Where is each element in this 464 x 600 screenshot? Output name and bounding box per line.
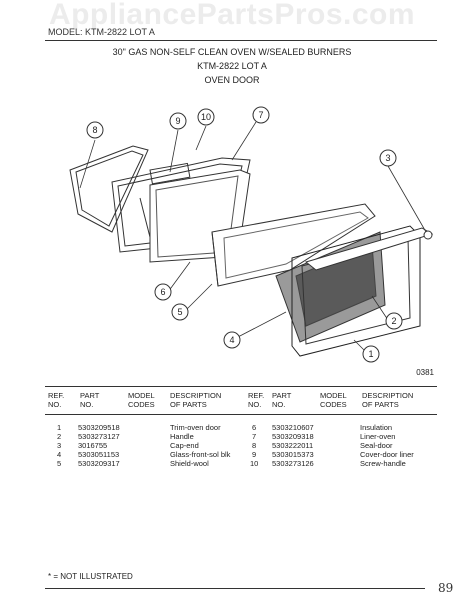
part-description: Shield-wool [170, 459, 209, 468]
part-ref: 3 [57, 441, 62, 450]
part-description: Screw-handle [360, 459, 406, 468]
part-number: 5303051153 [78, 450, 120, 459]
part-number: 5303273127 [78, 432, 120, 441]
header-ref-right: REF. NO. [248, 391, 265, 409]
part-description: Insulation [360, 423, 393, 432]
part-ref: 5 [57, 459, 62, 468]
callout-label-5: 5 [177, 307, 182, 317]
part-description: Handle [170, 432, 194, 441]
header-part-left: PART NO. [80, 391, 100, 409]
callout-10 [197, 108, 215, 126]
part-number: 5303209518 [78, 423, 120, 432]
part-ref: 8 [252, 441, 257, 450]
callout-8 [86, 121, 104, 139]
callout-label-6: 6 [160, 287, 165, 297]
exploded-diagram: 8 9 10 7 3 2 4 5 6 1 [69, 106, 434, 363]
callout-label-3: 3 [385, 153, 390, 163]
callout-4 [223, 331, 241, 349]
part-ref: 10 [250, 459, 259, 468]
header-desc-right: DESCRIPTION OF PARTS [362, 391, 414, 409]
callout-label-9: 9 [175, 116, 180, 126]
model-label: MODEL: KTM-2822 LOT A [48, 27, 155, 37]
part-ref: 9 [252, 450, 257, 459]
callout-1 [362, 345, 380, 363]
header-part-right: PART NO. [272, 391, 292, 409]
callout-7 [252, 106, 270, 124]
part-number: 5303209318 [272, 432, 314, 441]
page-mark: 89 [438, 581, 454, 595]
header-ref-left: REF. NO. [48, 391, 65, 409]
header-model-left: MODEL CODES [128, 391, 155, 409]
callout-6 [154, 283, 172, 301]
title-line-2: KTM-2822 LOT A [197, 61, 267, 71]
header-underline [45, 414, 437, 415]
part-description: Trim-oven door [170, 423, 221, 432]
part-description: Liner-oven [360, 432, 396, 441]
callout-3 [379, 149, 397, 167]
part-number: 5303222011 [272, 441, 314, 450]
figure-number: 0381 [416, 368, 434, 377]
title-line-1: 30" GAS NON-SELF CLEAN OVEN W/SEALED BUR… [112, 47, 352, 57]
part-description: Cap-end [170, 441, 199, 450]
part-number: 5303210607 [272, 423, 314, 432]
part-ref: 1 [57, 423, 62, 432]
part-number: 5303015373 [272, 450, 314, 459]
watermark: AppliancePartsPros.com [48, 0, 416, 31]
callout-label-10: 10 [201, 112, 211, 122]
part-ref: 6 [252, 423, 257, 432]
part-ref: 7 [252, 432, 257, 441]
callout-label-4: 4 [229, 335, 234, 345]
callout-9 [169, 112, 187, 130]
callout-label-1: 1 [368, 349, 373, 359]
part-ref: 2 [57, 432, 62, 441]
callout-2 [385, 312, 403, 330]
part-number: 5303273126 [272, 459, 314, 468]
part-description: Cover-door liner [360, 450, 414, 459]
seal-door-part [69, 145, 149, 233]
callout-5 [171, 303, 189, 321]
title-line-3: OVEN DOOR [204, 75, 260, 85]
trim-door-part [291, 225, 421, 357]
callout-label-2: 2 [391, 316, 396, 326]
table-top-rule [45, 386, 437, 387]
header-model-right: MODEL CODES [320, 391, 347, 409]
bottom-rule [45, 588, 425, 589]
part-number: 5303209317 [78, 459, 120, 468]
part-number: 3016755 [78, 441, 108, 450]
part-description: Seal-door [360, 441, 393, 450]
part-ref: 4 [57, 450, 62, 459]
part-description: Glass-front-sol blk [170, 450, 231, 459]
callout-label-7: 7 [258, 110, 263, 120]
footnote: * = NOT ILLUSTRATED [48, 572, 133, 581]
callout-label-8: 8 [92, 125, 97, 135]
header-desc-left: DESCRIPTION OF PARTS [170, 391, 222, 409]
top-rule [45, 40, 437, 41]
